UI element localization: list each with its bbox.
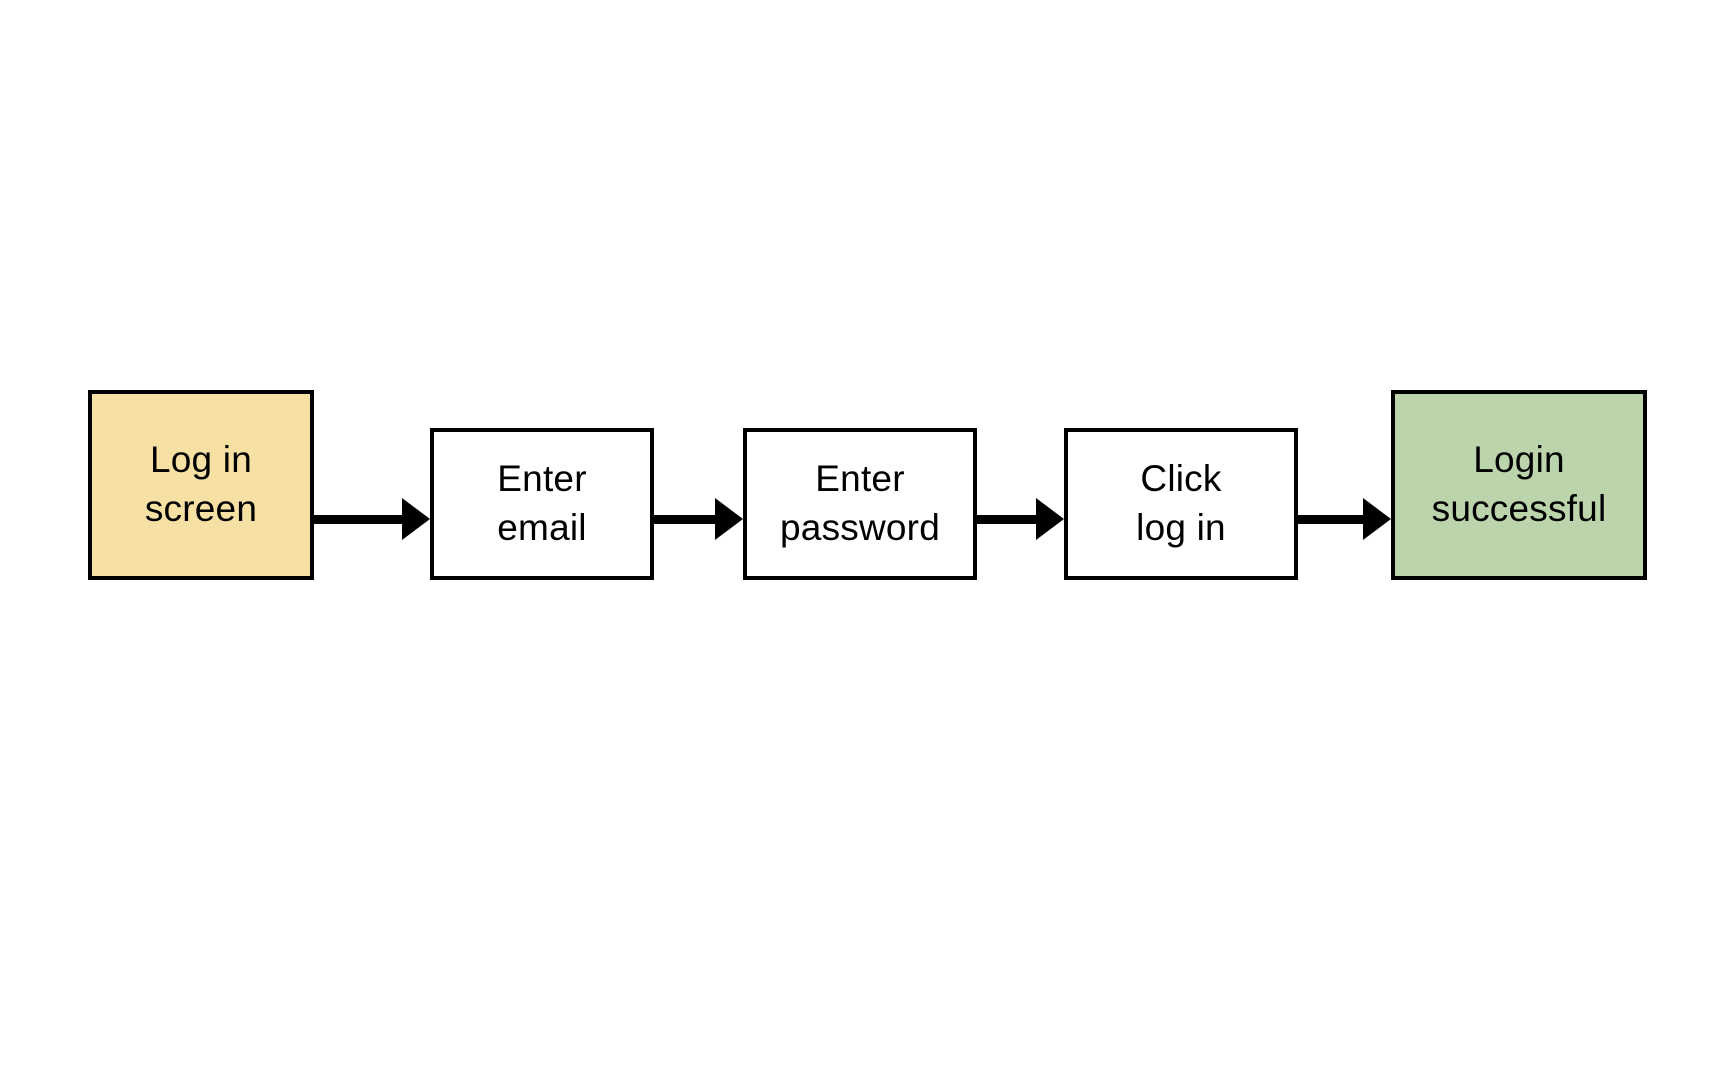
flow-edge-enter-password-to-click-log-in <box>977 390 1064 580</box>
flow-node-log-in-screen[interactable]: Log in screen <box>88 390 314 580</box>
arrow-head-icon <box>402 498 430 540</box>
flow-node-label-line: successful <box>1431 488 1607 529</box>
flow-node-enter-password[interactable]: Enter password <box>743 428 977 580</box>
flow-node-label-line: Enter <box>815 458 905 500</box>
arrow-shaft <box>977 515 1039 524</box>
flow-node-click-log-in[interactable]: Click log in <box>1064 428 1298 580</box>
flow-node-label-line: Log in <box>149 439 252 481</box>
flow-node-label-line: Login <box>1473 439 1565 481</box>
flow-node-login-successful[interactable]: Login successful <box>1391 390 1647 580</box>
flow-edge-click-log-in-to-login-successful <box>1298 390 1391 580</box>
arrow-head-icon <box>1036 498 1064 540</box>
arrow-shaft <box>654 515 718 524</box>
flow-node-label-line: email <box>497 507 587 548</box>
arrow-head-icon <box>715 498 743 540</box>
flow-edge-log-in-screen-to-enter-email <box>314 390 430 580</box>
flow-node-label-line: Click <box>1140 458 1222 500</box>
flow-node-label-line: Enter <box>497 458 587 500</box>
arrow-head-icon <box>1363 498 1391 540</box>
flow-node-label-line: log in <box>1136 507 1226 548</box>
flow-node-enter-email[interactable]: Enter email <box>430 428 654 580</box>
arrow-shaft <box>1298 515 1366 524</box>
flowchart: Log in screen Enter email Enter password <box>88 390 1647 580</box>
flow-node-label-line: screen <box>144 488 258 529</box>
arrow-shaft <box>314 515 406 524</box>
flow-edge-enter-email-to-enter-password <box>654 390 743 580</box>
flow-node-label-line: password <box>780 507 940 548</box>
